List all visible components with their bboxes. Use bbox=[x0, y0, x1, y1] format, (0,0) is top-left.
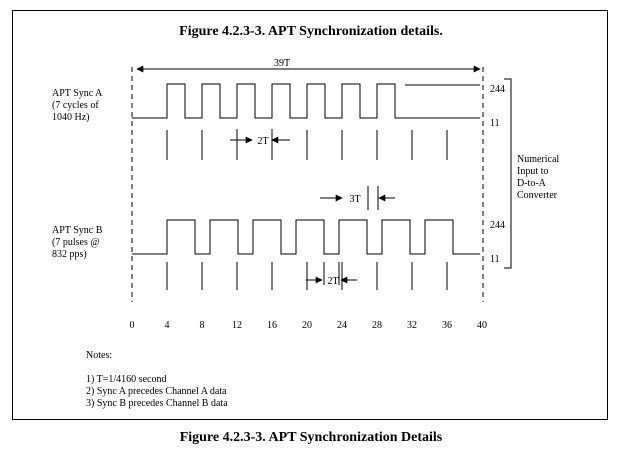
dim-b-label: 2T bbox=[327, 276, 338, 287]
axis-tick: 40 bbox=[477, 320, 487, 331]
figure-caption: Figure 4.2.3-3. APT Synchronization Deta… bbox=[180, 430, 443, 445]
level-low-b: 11 bbox=[490, 254, 500, 265]
axis-tick: 28 bbox=[372, 320, 382, 331]
converter-label-line: Input to bbox=[517, 166, 548, 177]
converter-label-line: Numerical bbox=[517, 154, 559, 165]
sync-b-label-line: (7 pulses @ bbox=[52, 237, 100, 248]
level-high-a: 244 bbox=[490, 84, 505, 95]
figure-frame bbox=[12, 10, 608, 420]
note-item: 2) Sync A precedes Channel A data bbox=[86, 386, 227, 397]
converter-label-line: Converter bbox=[517, 190, 558, 201]
axis-tick: 8 bbox=[200, 320, 205, 331]
span-label: 39T bbox=[274, 58, 290, 69]
sync-b-label: APT Sync B (7 pulses @ 832 pps) bbox=[52, 225, 103, 260]
converter-label-line: D-to-A bbox=[517, 178, 547, 189]
figure-title: Figure 4.2.3-3. APT Synchronization deta… bbox=[179, 24, 443, 39]
note-item: 1) T=1/4160 second bbox=[86, 374, 166, 385]
level-high-b: 244 bbox=[490, 220, 505, 231]
axis-tick: 0 bbox=[130, 320, 135, 331]
axis-tick: 32 bbox=[407, 320, 417, 331]
notes-title: Notes: bbox=[86, 350, 112, 361]
sync-a-waveform bbox=[132, 83, 480, 119]
dim-a-label: 2T bbox=[257, 136, 268, 147]
notes: Notes: 1) T=1/4160 second 2) Sync A prec… bbox=[86, 350, 228, 409]
sync-b-guides bbox=[166, 262, 448, 290]
axis-tick: 16 bbox=[267, 320, 277, 331]
sync-a-label-line: (7 cycles of bbox=[52, 100, 99, 111]
axis-ticks: 0 4 8 12 16 20 24 28 32 36 40 bbox=[130, 320, 488, 331]
note-item: 3) Sync B precedes Channel B data bbox=[86, 398, 228, 409]
sync-a-label-line: 1040 Hz) bbox=[52, 112, 90, 123]
sync-b-label-line: APT Sync B bbox=[52, 225, 103, 236]
axis-tick: 24 bbox=[337, 320, 347, 331]
sync-b-waveform bbox=[132, 219, 480, 255]
axis-tick: 20 bbox=[302, 320, 312, 331]
axis-tick: 36 bbox=[442, 320, 452, 331]
sync-a-guides bbox=[166, 130, 448, 160]
level-bracket bbox=[504, 78, 512, 269]
sync-a-label: APT Sync A (7 cycles of 1040 Hz) bbox=[52, 88, 103, 123]
axis-tick: 4 bbox=[165, 320, 170, 331]
axis-tick: 12 bbox=[232, 320, 242, 331]
sync-b-label-line: 832 pps) bbox=[52, 249, 87, 260]
sync-a-label-line: APT Sync A bbox=[52, 88, 103, 99]
level-low-a: 11 bbox=[490, 118, 500, 129]
dim-gap-label: 3T bbox=[349, 194, 360, 205]
converter-label: Numerical Input to D-to-A Converter bbox=[517, 154, 559, 201]
